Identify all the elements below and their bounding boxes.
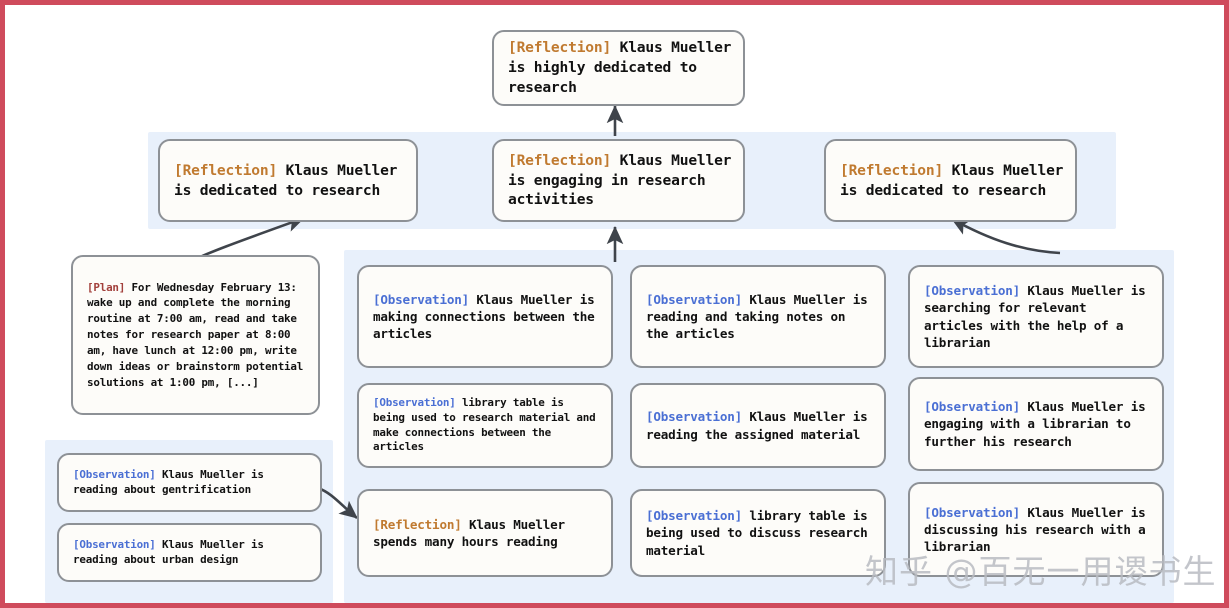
node-col3-obs-reading-notes[interactable]: [Observation] Klaus Mueller is reading a… xyxy=(630,265,886,368)
node-col3-obs-discuss-table[interactable]: [Observation] library table is being use… xyxy=(630,489,886,577)
node-col4-obs-engaging[interactable]: [Observation] Klaus Mueller is engaging … xyxy=(908,377,1164,471)
tag-reflection: [Reflection] xyxy=(508,39,612,57)
node-mid-center-reflection-text: [Reflection] Klaus Mueller is engaging i… xyxy=(494,151,743,211)
node-mid-left-reflection-text: [Reflection] Klaus Mueller is dedicated … xyxy=(160,161,416,201)
node-col2-obs-connections[interactable]: [Observation] Klaus Mueller is making co… xyxy=(357,265,613,368)
tag-observation: [Observation] xyxy=(73,537,156,551)
node-top-reflection[interactable]: [Reflection] Klaus Mueller is highly ded… xyxy=(492,30,745,106)
tag-observation: [Observation] xyxy=(373,291,469,307)
node-text: Klaus Mueller is reading about gentrific… xyxy=(73,467,264,496)
node-mid-right-reflection[interactable]: [Reflection] Klaus Mueller is dedicated … xyxy=(824,139,1077,222)
node-text: Klaus Mueller is engaging with a librari… xyxy=(924,399,1146,449)
tag-observation: [Observation] xyxy=(646,291,742,307)
node-plan[interactable]: [Plan] For Wednesday February 13: wake u… xyxy=(71,255,320,415)
node-text: library table is being used to discuss r… xyxy=(646,508,868,558)
tag-reflection: [Reflection] xyxy=(373,516,462,532)
node-left-obs-urban-design-text: [Observation] Klaus Mueller is reading a… xyxy=(59,538,320,568)
node-plan-text: [Plan] For Wednesday February 13: wake u… xyxy=(73,280,318,391)
node-col4-obs-engaging-text: [Observation] Klaus Mueller is engaging … xyxy=(910,398,1162,449)
node-col4-obs-searching[interactable]: [Observation] Klaus Mueller is searching… xyxy=(908,265,1164,368)
node-col2-obs-connections-text: [Observation] Klaus Mueller is making co… xyxy=(359,291,611,342)
node-col2-reflection-hours[interactable]: [Reflection] Klaus Mueller spends many h… xyxy=(357,489,613,577)
tag-observation: [Observation] xyxy=(924,399,1020,415)
node-text: Klaus Mueller is making connections betw… xyxy=(373,291,595,342)
node-col2-obs-library-table[interactable]: [Observation] library table is being use… xyxy=(357,383,613,468)
node-left-obs-urban-design[interactable]: [Observation] Klaus Mueller is reading a… xyxy=(57,523,322,582)
node-mid-right-reflection-text: [Reflection] Klaus Mueller is dedicated … xyxy=(826,161,1075,201)
node-col4-obs-searching-text: [Observation] Klaus Mueller is searching… xyxy=(910,282,1162,351)
node-col4-obs-discussing[interactable]: [Observation] Klaus Mueller is discussin… xyxy=(908,482,1164,577)
node-col3-obs-assigned[interactable]: [Observation] Klaus Mueller is reading t… xyxy=(630,383,886,468)
node-col2-obs-library-table-text: [Observation] library table is being use… xyxy=(359,396,611,455)
node-text: Klaus Mueller is highly dedicated to res… xyxy=(508,39,732,96)
node-mid-center-reflection[interactable]: [Reflection] Klaus Mueller is engaging i… xyxy=(492,139,745,222)
tag-observation: [Observation] xyxy=(73,467,156,481)
node-text: Klaus Mueller is reading and taking note… xyxy=(646,291,868,342)
node-text: Klaus Mueller is dedicated to research xyxy=(840,161,1064,199)
node-text: Klaus Mueller is reading the assigned ma… xyxy=(646,409,868,442)
tag-reflection: [Reflection] xyxy=(174,161,278,179)
node-left-obs-gentrification-text: [Observation] Klaus Mueller is reading a… xyxy=(59,468,320,498)
tag-reflection: [Reflection] xyxy=(840,161,944,179)
node-mid-left-reflection[interactable]: [Reflection] Klaus Mueller is dedicated … xyxy=(158,139,418,222)
tag-observation: [Observation] xyxy=(646,508,742,524)
tag-observation: [Observation] xyxy=(924,283,1020,299)
node-text: Klaus Mueller is discussing his research… xyxy=(924,504,1146,555)
tag-observation: [Observation] xyxy=(924,504,1020,520)
node-col3-obs-reading-notes-text: [Observation] Klaus Mueller is reading a… xyxy=(632,291,884,342)
tag-reflection: [Reflection] xyxy=(508,151,612,169)
tag-observation: [Observation] xyxy=(373,395,456,409)
node-text: Klaus Mueller spends many hours reading xyxy=(373,516,565,549)
diagram-canvas: [Reflection] Klaus Mueller is highly ded… xyxy=(5,5,1224,603)
node-col4-obs-discussing-text: [Observation] Klaus Mueller is discussin… xyxy=(910,504,1162,555)
node-text: Klaus Mueller is searching for relevant … xyxy=(924,283,1146,350)
node-text: Klaus Mueller is engaging in research ac… xyxy=(508,151,732,209)
node-left-obs-gentrification[interactable]: [Observation] Klaus Mueller is reading a… xyxy=(57,453,322,512)
node-text: For Wednesday February 13: wake up and c… xyxy=(87,280,304,389)
tag-plan: [Plan] xyxy=(87,280,126,294)
node-text: Klaus Mueller is dedicated to research xyxy=(174,161,398,199)
watermark: 知乎 @百无一用谡书生 xyxy=(865,552,1217,591)
node-text: Klaus Mueller is reading about urban des… xyxy=(73,537,264,566)
node-col3-obs-discuss-table-text: [Observation] library table is being use… xyxy=(632,507,884,558)
node-top-reflection-text: [Reflection] Klaus Mueller is highly ded… xyxy=(494,38,743,98)
node-text: library table is being used to research … xyxy=(373,395,596,454)
node-col3-obs-assigned-text: [Observation] Klaus Mueller is reading t… xyxy=(632,408,884,442)
node-col2-reflection-hours-text: [Reflection] Klaus Mueller spends many h… xyxy=(359,516,611,550)
tag-observation: [Observation] xyxy=(646,409,742,425)
